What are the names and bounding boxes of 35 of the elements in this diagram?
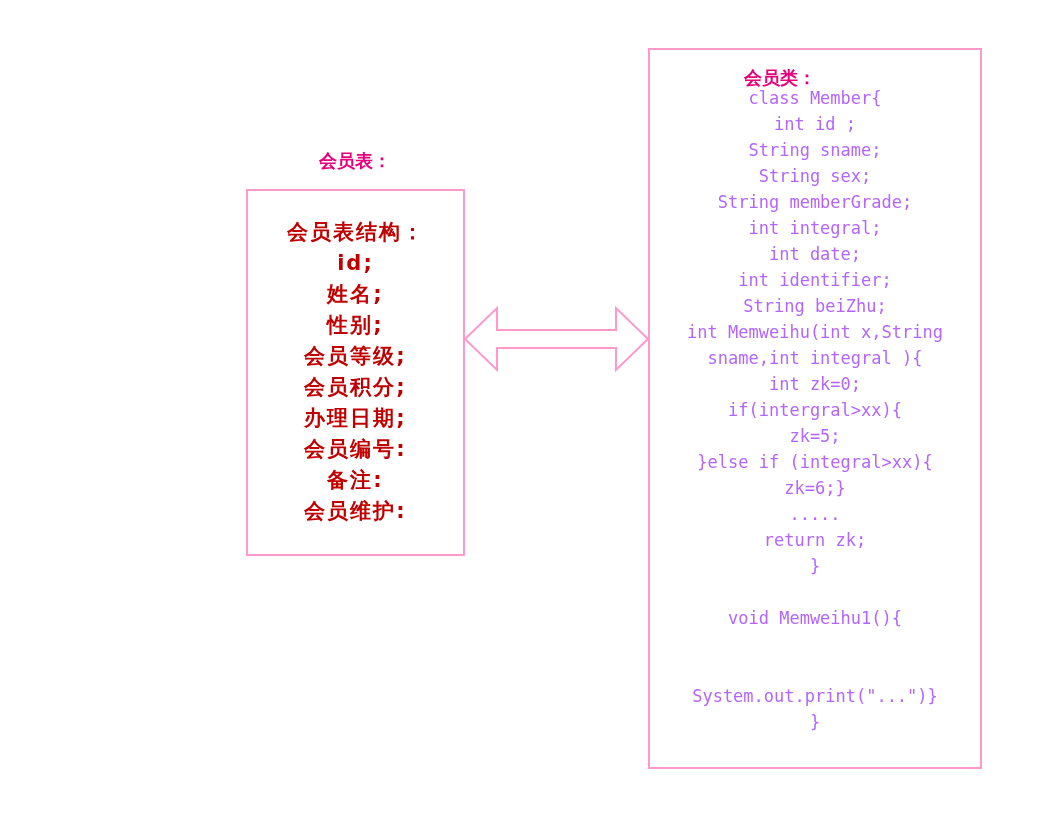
code-line: int Memweihu(int x,String [686, 321, 944, 344]
code-line: String beiZhu; [742, 295, 888, 318]
code-line: class Member{ [747, 87, 883, 110]
code-line: System.out.print("...")} [691, 685, 939, 708]
field-label: 备注: [326, 468, 385, 492]
code-line: sname,int integral ){ [706, 347, 924, 370]
field-label: 会员编号: [303, 437, 408, 461]
field-label: 性别; [325, 313, 385, 337]
code-line: } [808, 555, 822, 578]
heading: 会员类： [743, 66, 817, 90]
code-line: int date; [767, 243, 863, 266]
field-label: 会员表结构： [285, 220, 426, 244]
code-line: } [808, 711, 822, 734]
code-line: int integral; [747, 217, 883, 240]
code-line: void Memweihu1(){ [727, 607, 903, 630]
code-line: zk=5; [788, 425, 842, 448]
field-label: id; [336, 251, 375, 275]
code-line: return zk; [762, 529, 868, 552]
code-line: }else if (integral>xx){ [696, 451, 934, 474]
field-label: 姓名; [325, 282, 385, 306]
field-label: 会员积分; [303, 375, 408, 399]
code-line: int identifier; [737, 269, 893, 292]
field-label: 会员等级; [303, 344, 408, 368]
code-line: if(intergral>xx){ [727, 399, 903, 422]
code-line: String sname; [747, 139, 883, 162]
field-label: 办理日期; [303, 406, 408, 430]
field-label: 会员维护: [303, 499, 408, 523]
code-line: int zk=0; [767, 373, 863, 396]
heading: 会员表： [318, 149, 392, 173]
code-line: zk=6;} [783, 477, 847, 500]
code-line: int id ; [773, 113, 857, 136]
code-line: ..... [788, 503, 842, 526]
double-arrow [463, 305, 650, 373]
code-line: String sex; [757, 165, 873, 188]
code-line: String memberGrade; [716, 191, 914, 214]
